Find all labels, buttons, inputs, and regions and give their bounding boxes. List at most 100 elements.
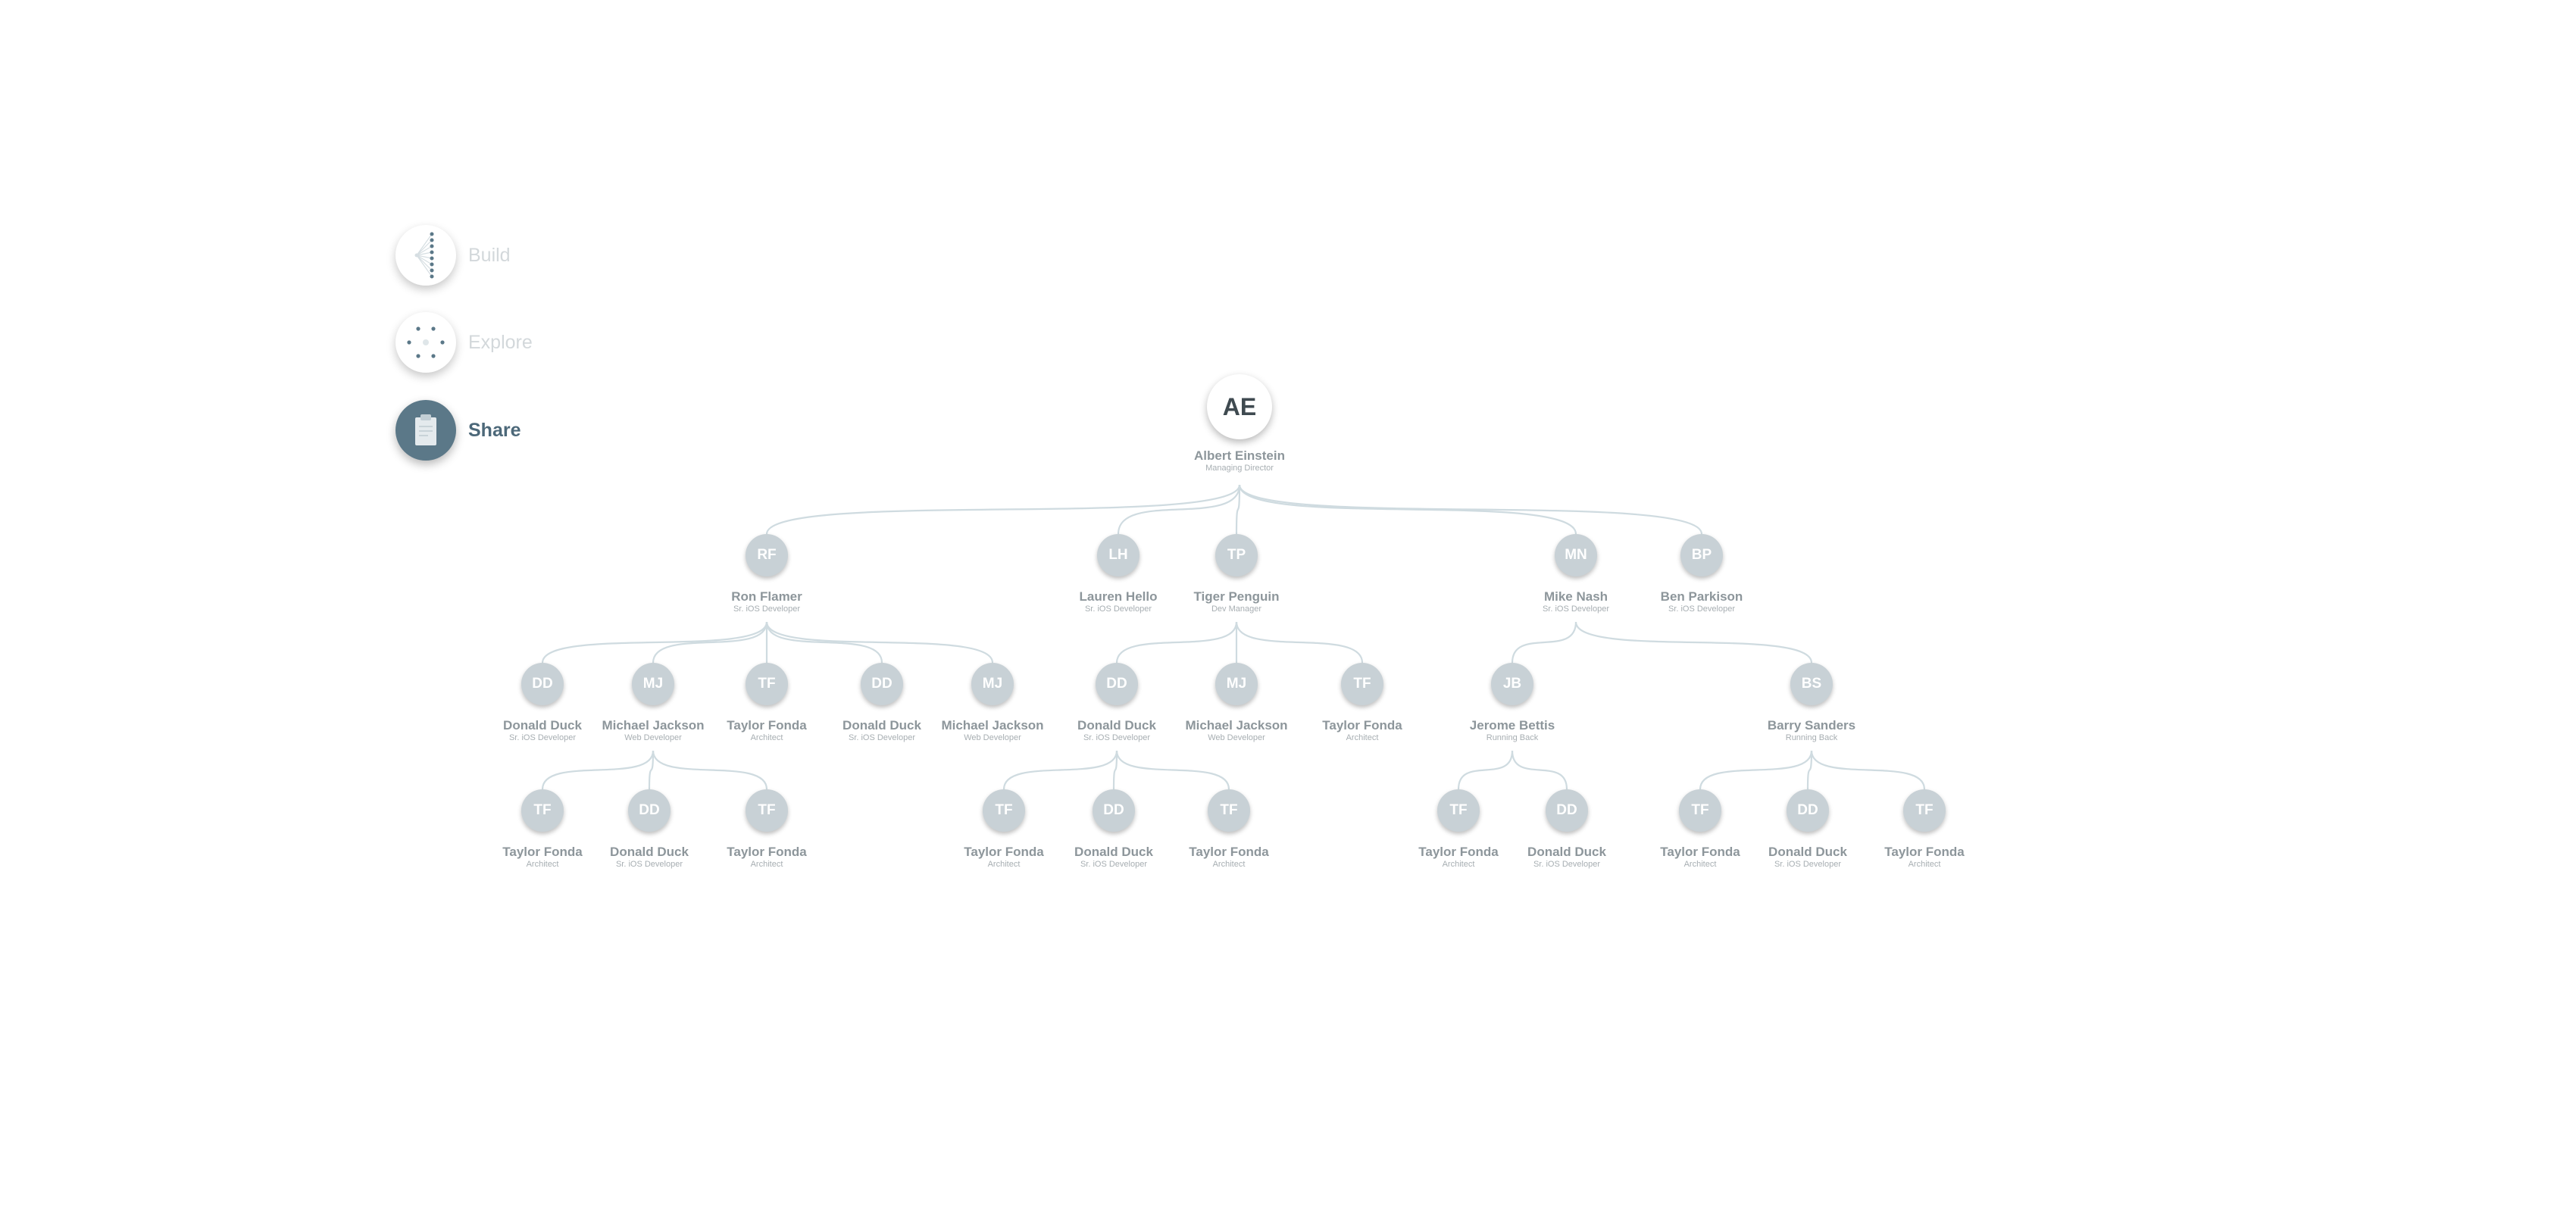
avatar[interactable]: DD	[861, 663, 903, 705]
share-label[interactable]: Share	[468, 419, 521, 441]
node-name: Donald Duck	[1074, 845, 1153, 859]
avatar[interactable]: BP	[1680, 534, 1723, 576]
avatar[interactable]: MJ	[632, 663, 674, 705]
node-role: Sr. iOS Developer	[1080, 860, 1148, 869]
node-name: Donald Duck	[610, 845, 689, 859]
avatar[interactable]: TF	[1679, 789, 1721, 832]
node-role: Sr. iOS Developer	[615, 860, 683, 869]
connector-line	[1235, 484, 1241, 535]
connector-line	[1699, 750, 1813, 790]
mode-build[interactable]: Build	[395, 225, 511, 286]
connector-line	[1238, 484, 1703, 535]
avatar[interactable]: DD	[521, 663, 564, 705]
node-name: Donald Duck	[1077, 718, 1156, 733]
node-role: Web Developer	[624, 733, 682, 742]
avatar[interactable]: MN	[1555, 534, 1597, 576]
avatar[interactable]: LH	[1097, 534, 1140, 576]
node-name: Michael Jackson	[941, 718, 1044, 733]
node-name: Taylor Fonda	[1418, 845, 1499, 859]
connector-line	[1511, 621, 1577, 664]
connector-line	[765, 621, 883, 664]
node-role: Architect	[750, 860, 783, 869]
mode-explore[interactable]: Explore	[395, 312, 533, 373]
avatar[interactable]: TF	[1208, 789, 1250, 832]
connector-line	[765, 484, 1241, 535]
node-name: Donald Duck	[503, 718, 582, 733]
avatar[interactable]: DD	[1546, 789, 1588, 832]
build-label[interactable]: Build	[468, 244, 511, 266]
explore-label[interactable]: Explore	[468, 331, 533, 353]
connector-line	[541, 621, 768, 664]
avatar[interactable]: TF	[1903, 789, 1946, 832]
avatar[interactable]: DD	[1093, 789, 1135, 832]
node-name: Lauren Hello	[1079, 589, 1158, 604]
avatar[interactable]: MJ	[1215, 663, 1258, 705]
avatar[interactable]: TF	[746, 789, 788, 832]
connector-line	[1238, 484, 1577, 535]
node-role: Architect	[1908, 860, 1941, 869]
connector-line	[652, 621, 768, 664]
avatar[interactable]: TF	[1437, 789, 1480, 832]
avatar[interactable]: DD	[1096, 663, 1138, 705]
avatar[interactable]: RF	[746, 534, 788, 576]
node-name: Taylor Fonda	[1884, 845, 1965, 859]
node-role: Running Back	[1486, 733, 1539, 742]
node-name: Taylor Fonda	[1322, 718, 1402, 733]
node-name: Taylor Fonda	[727, 718, 807, 733]
node-name: Tiger Penguin	[1193, 589, 1280, 604]
avatar[interactable]: TF	[1341, 663, 1383, 705]
node-name: Taylor Fonda	[1660, 845, 1740, 859]
explore-button[interactable]	[395, 312, 456, 373]
clipboard-icon	[415, 414, 436, 445]
node-name: Donald Duck	[1768, 845, 1847, 859]
avatar[interactable]: BS	[1790, 663, 1833, 705]
mode-share[interactable]: Share	[395, 400, 521, 461]
avatar[interactable]: TP	[1215, 534, 1258, 576]
avatar[interactable]: TF	[983, 789, 1025, 832]
node-name: Donald Duck	[843, 718, 921, 733]
node-name: Barry Sanders	[1767, 718, 1856, 733]
node-role: Architect	[1212, 860, 1246, 869]
share-button[interactable]	[395, 400, 456, 461]
avatar[interactable]: TF	[521, 789, 564, 832]
connector-line	[1810, 750, 1926, 790]
avatar[interactable]: MJ	[971, 663, 1014, 705]
avatar[interactable]: JB	[1491, 663, 1533, 705]
avatar[interactable]: AE	[1207, 374, 1272, 439]
node-name: Taylor Fonda	[502, 845, 583, 859]
avatar[interactable]: TF	[746, 663, 788, 705]
node-role: Sr. iOS Developer	[1083, 733, 1151, 742]
connector-line	[1457, 750, 1514, 790]
build-button[interactable]	[395, 225, 456, 286]
avatar[interactable]: DD	[628, 789, 671, 832]
connector-line	[1112, 750, 1118, 790]
avatar[interactable]: DD	[1787, 789, 1829, 832]
